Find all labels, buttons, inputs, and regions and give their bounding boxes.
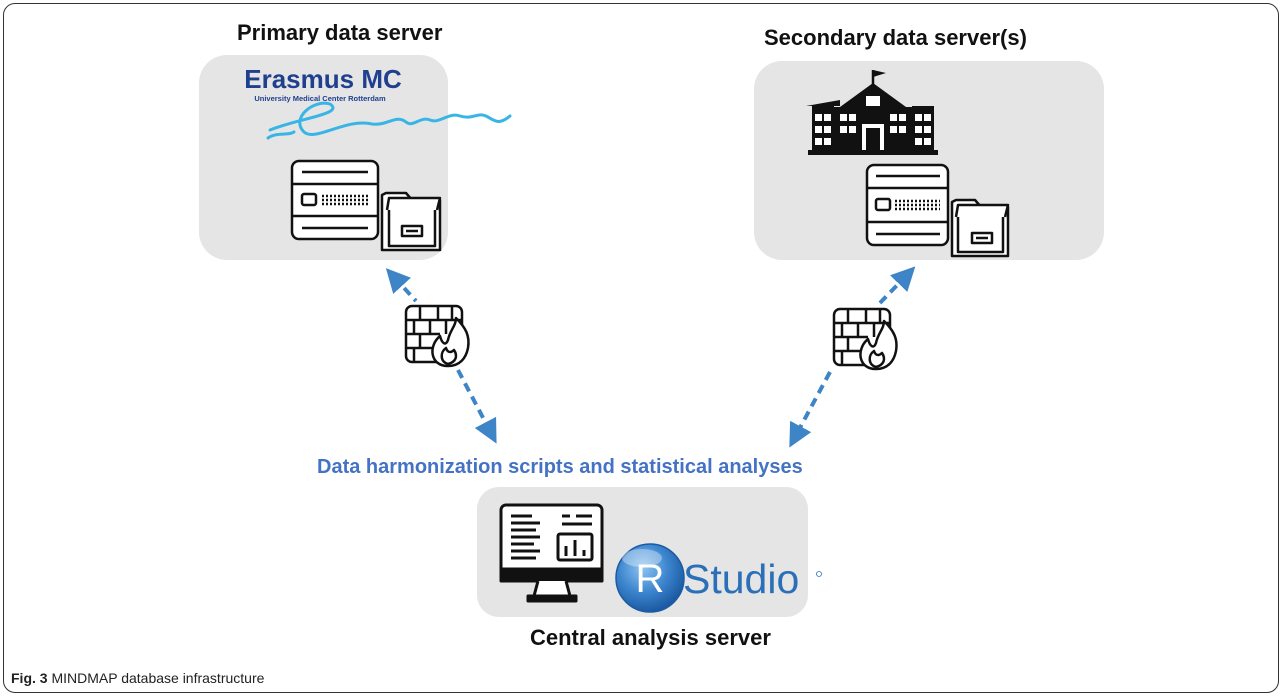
primary-server-icon	[290, 159, 380, 241]
rstudio-r-letter: R	[636, 557, 665, 601]
rstudio-logo: R Studio	[615, 543, 822, 613]
primary-folder-icon	[380, 191, 442, 252]
figure-caption-text: MINDMAP database infrastructure	[51, 670, 265, 686]
figure-label: Fig. 3	[11, 670, 48, 686]
harmonization-caption: Data harmonization scripts and statistic…	[317, 456, 803, 478]
rstudio-wordmark: Studio	[683, 556, 799, 602]
secondary-server-title: Secondary data server(s)	[764, 25, 1027, 50]
secondary-connection-arrow	[789, 266, 916, 448]
primary-connection-arrow	[385, 268, 497, 444]
erasmus-mc-logo: Erasmus MC University Medical Center Rot…	[244, 64, 512, 140]
erasmus-mc-name: Erasmus MC	[244, 64, 402, 94]
secondary-folder-icon	[950, 198, 1010, 258]
erasmus-mc-subtitle: University Medical Center Rotterdam	[254, 94, 386, 103]
secondary-server-icon	[865, 163, 950, 247]
erasmus-signature-mark	[268, 101, 512, 136]
primary-firewall-icon	[404, 304, 470, 368]
school-building-icon	[806, 70, 938, 155]
monitor-icon	[499, 503, 604, 603]
figure-caption: Fig. 3 MINDMAP database infrastructure	[11, 670, 264, 686]
rstudio-r-ball	[615, 543, 685, 613]
figure-frame	[3, 3, 1279, 693]
primary-server-title: Primary data server	[237, 20, 443, 45]
secondary-firewall-icon	[832, 307, 898, 371]
central-server-title: Central analysis server	[530, 625, 771, 650]
